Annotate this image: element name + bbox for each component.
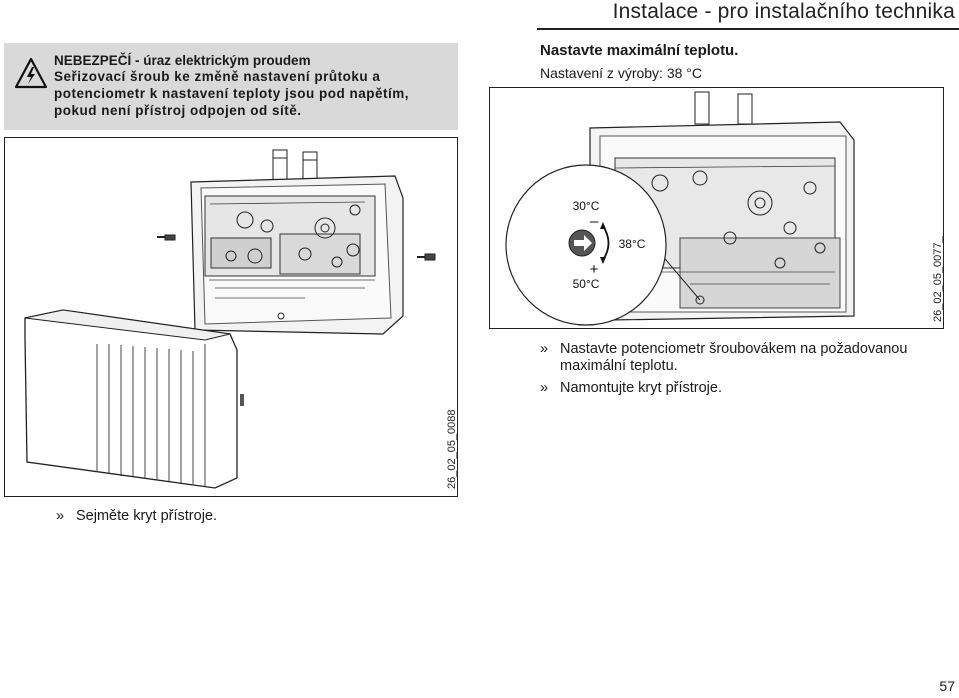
step-remove-cover: » Sejměte kryt přístroje. <box>56 508 217 525</box>
warning-line: pokud není přístroj odpojen od sítě. <box>54 103 302 118</box>
step-text: Sejměte kryt přístroje. <box>76 508 218 524</box>
warning-line: Seřizovací šroub ke změně nastavení průt… <box>54 69 381 84</box>
dial-minus-sign: – <box>590 213 599 230</box>
dial-value-label: 38°C <box>619 237 646 251</box>
warning-title: NEBEZPEČÍ - úraz elektrickým proudem <box>54 53 311 68</box>
warning-text: Seřizovací šroub ke změně nastavení průt… <box>54 68 454 119</box>
high-voltage-warning-icon <box>14 57 48 89</box>
step-marker: » <box>540 380 549 396</box>
step-marker: » <box>56 508 65 524</box>
dial-min-label: 30°C <box>573 199 600 213</box>
warning-line: potenciometr k nastavení teploty jsou po… <box>54 86 410 101</box>
screw-right-icon <box>417 253 436 261</box>
figure-remove-cover <box>4 137 458 497</box>
step-text: Namontujte kryt přístroje. <box>560 380 722 396</box>
step-marker: » <box>540 341 549 357</box>
dial-max-label: 50°C <box>573 277 600 291</box>
section-heading: Nastavte maximální teplotu. <box>540 42 739 59</box>
step-text-line2: maximální teplotu. <box>560 358 678 374</box>
device-illustration <box>24 149 436 489</box>
figure-code-left: 26_02_05_0088 <box>446 409 458 489</box>
factory-setting-text: Nastavení z výroby: 38 °C <box>540 65 702 81</box>
page-header-title: Instalace - pro instalačního technika <box>612 0 955 23</box>
step-text-line1: Nastavte potenciometr šroubovákem na pož… <box>560 341 908 357</box>
page-number: 57 <box>939 678 955 694</box>
figure-code-right: 26_02_05_0077_ <box>932 236 944 322</box>
danger-warning-box: NEBEZPEČÍ - úraz elektrickým proudem Seř… <box>4 43 458 130</box>
potentiometer-knob-icon <box>568 229 596 257</box>
step-mount-cover: » Namontujte kryt přístroje. <box>540 380 722 397</box>
device-internal-illustration: 30°C – 38°C + 50°C <box>505 91 855 326</box>
screw-left-icon <box>157 234 176 241</box>
dial-plus-sign: + <box>590 261 599 278</box>
step-set-potentiometer: » Nastavte potenciometr šroubovákem na po… <box>540 341 907 375</box>
figure-set-temperature: 30°C – 38°C + 50°C <box>489 87 944 329</box>
header-rule <box>537 28 959 30</box>
